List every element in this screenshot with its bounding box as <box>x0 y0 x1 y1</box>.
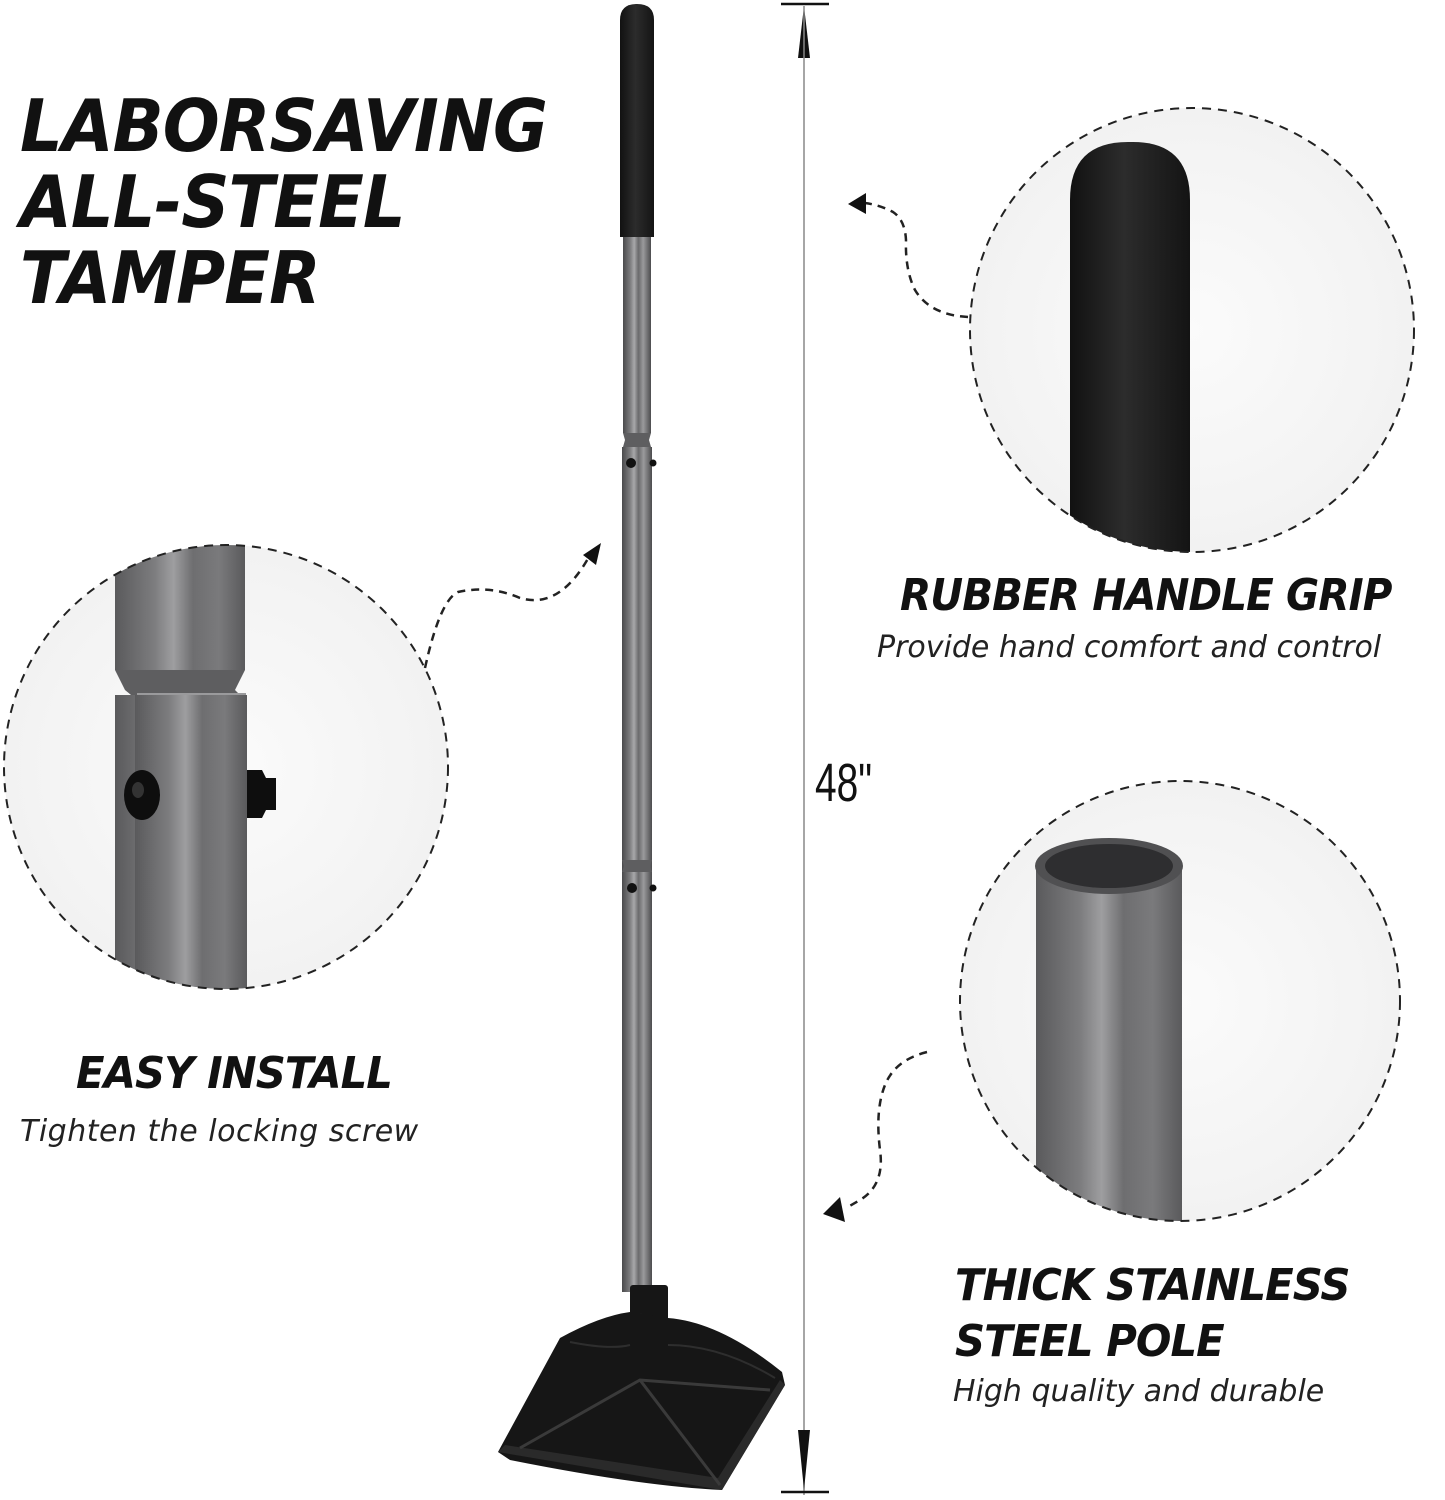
locking-screw-closeup-icon <box>3 543 601 990</box>
feature-pole-subtext: High quality and durable <box>953 1374 1325 1409</box>
feature-pole-heading-line-2: STEEL POLE <box>955 1316 1225 1367</box>
title-line-3: TAMPER <box>20 236 321 320</box>
feature-install-heading: EASY INSTALL <box>76 1048 393 1099</box>
feature-install-subtext: Tighten the locking screw <box>20 1114 419 1149</box>
page-title: LABORSAVING ALL-STEEL TAMPER <box>20 84 548 320</box>
height-dimension-label: 48" <box>815 753 873 813</box>
feature-pole-heading-line-1: THICK STAINLESS <box>955 1260 1351 1311</box>
steel-pole-closeup-icon <box>823 780 1401 1222</box>
title-line-1: LABORSAVING <box>20 84 548 168</box>
feature-pole-heading: THICK STAINLESS STEEL POLE <box>955 1258 1351 1370</box>
feature-grip-heading: RUBBER HANDLE GRIP <box>900 570 1392 621</box>
rubber-grip-closeup-icon <box>848 107 1415 553</box>
height-dimension-icon <box>781 2 829 1495</box>
title-line-2: ALL-STEEL <box>20 160 406 244</box>
tamper-product <box>498 4 785 1490</box>
feature-grip-subtext: Provide hand comfort and control <box>877 630 1382 665</box>
